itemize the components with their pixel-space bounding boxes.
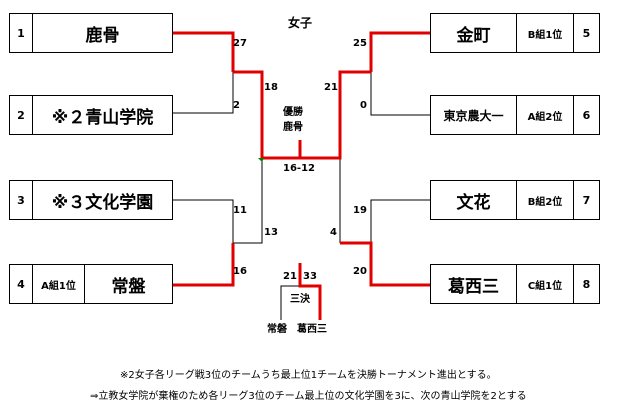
third-place-teams: 常磐 葛西三: [267, 324, 327, 335]
bracket-win-line-semi-right: [300, 70, 371, 160]
team-number: 2: [17, 108, 25, 122]
score-semi-left-bottom: 13: [264, 227, 278, 238]
team-group: C組1位: [516, 265, 573, 303]
score-semi-left-top: 18: [264, 82, 278, 93]
score-team-1: 27: [233, 38, 247, 49]
score-semi-right-top: 21: [324, 82, 338, 93]
team-box-7: 文花 B組2位 7: [430, 180, 600, 220]
winner-label: 優勝: [283, 107, 303, 118]
team-name: 葛西三: [448, 276, 499, 297]
score-team-8: 20: [353, 266, 367, 277]
team-name: 文花: [456, 192, 491, 213]
team-box-5: 金町 B組1位 5: [430, 13, 600, 53]
bracket-win-line-third: [298, 263, 322, 320]
page-title: 女子: [288, 16, 313, 30]
note-line-2: ⇒立教女学院が棄権のため各リーグ3位のチーム最上位の文化学園を3に、次の青山学院…: [90, 391, 527, 402]
score-team-2: 2: [233, 100, 240, 111]
team-box-8: 葛西三 C組1位 8: [430, 264, 600, 304]
team-name: ※２青山学院: [32, 96, 172, 134]
bracket-line-third-box: [280, 285, 300, 320]
score-team-6: 0: [360, 100, 367, 111]
team-group: B組1位: [516, 14, 573, 52]
final-marker: [258, 158, 264, 162]
team-number: 4: [17, 277, 25, 291]
team-number: 7: [573, 181, 599, 219]
winner-name: 鹿骨: [283, 122, 303, 133]
bracket-line-semi-left-bottom: [233, 158, 263, 244]
team-name: 東京農大一: [443, 108, 504, 123]
team-number: 1: [17, 26, 25, 40]
team-number: 8: [573, 265, 599, 303]
team-group: A組1位: [32, 265, 84, 303]
team-box-4: 4 A組1位 常盤: [9, 264, 173, 304]
score-team-7: 19: [353, 205, 367, 216]
third-place-right-score: 33: [303, 271, 317, 282]
bracket-win-line-4: [173, 243, 235, 287]
team-name: 常盤: [84, 265, 172, 303]
team-box-6: 東京農大一 A組2位 6: [430, 95, 600, 135]
team-number: 6: [573, 96, 599, 134]
score-semi-right-bottom: 4: [330, 227, 337, 238]
note-line-1: ※2女子各リーグ戦3位のチームうち最上位1チームを決勝トーナメント進出とする。: [120, 370, 497, 381]
third-place-left-score: 21: [283, 271, 297, 282]
team-box-2: 2 ※２青山学院: [9, 95, 173, 135]
team-group: A組2位: [516, 96, 573, 134]
score-team-4: 16: [233, 266, 247, 277]
team-number: 3: [17, 193, 25, 207]
team-box-1: 1 鹿骨: [9, 13, 173, 53]
bracket-win-line-8: [340, 241, 430, 287]
team-name: 金町: [456, 25, 491, 46]
team-name: 鹿骨: [32, 14, 172, 52]
score-team-5: 25: [353, 38, 367, 49]
team-box-3: 3 ※３文化学園: [9, 180, 173, 220]
bracket-line-7: [370, 199, 430, 243]
bracket-win-line-5: [369, 31, 430, 72]
third-place-label: 三決: [290, 294, 310, 305]
bracket-line-2: [173, 70, 234, 114]
team-name: ※３文化学園: [32, 181, 172, 219]
team-group: B組2位: [516, 181, 573, 219]
bracket-line-6: [370, 72, 430, 116]
final-score: 16-12: [283, 163, 315, 174]
bracket-win-line-1: [173, 31, 235, 72]
bracket-line-3: [173, 199, 234, 243]
score-team-3: 11: [233, 205, 247, 216]
team-number: 5: [573, 14, 599, 52]
